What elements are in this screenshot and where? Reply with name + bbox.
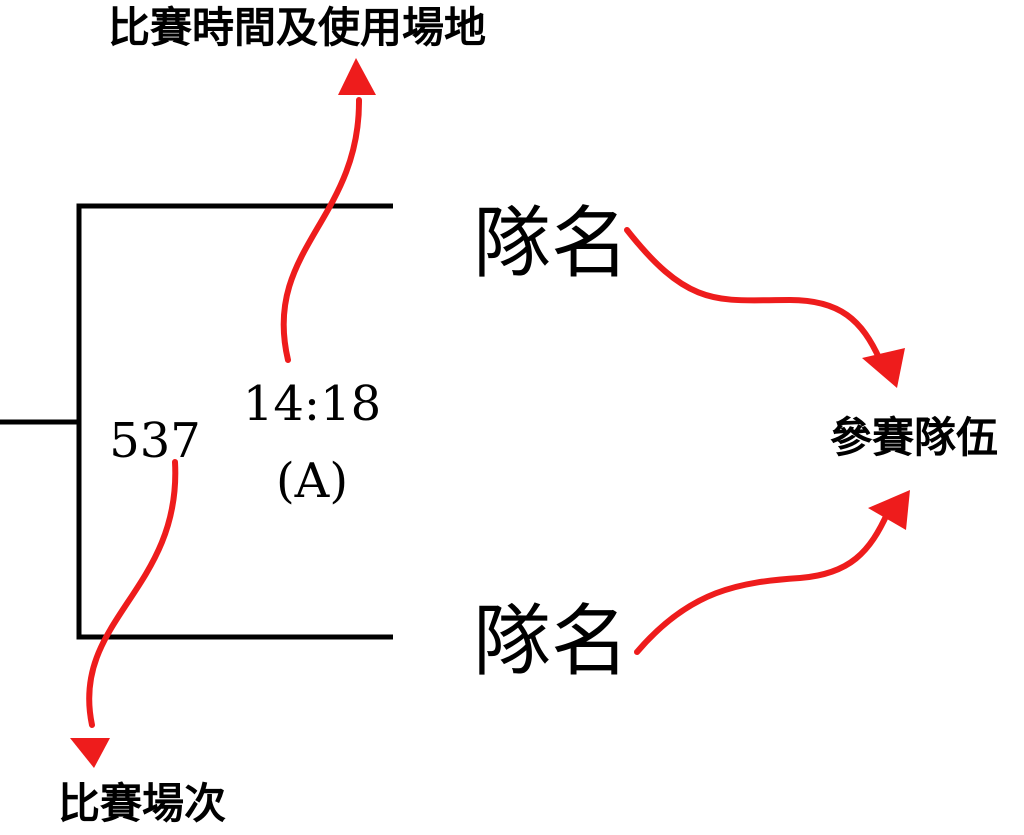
arrow-match-number-to-callout — [86, 459, 179, 728]
arrow-bottom-team-head — [868, 490, 910, 530]
participating-teams-callout: 參賽隊伍 — [830, 413, 998, 462]
arrow-bottom-team-to-callout — [634, 509, 891, 655]
time-venue-callout: 比賽時間及使用場地 — [108, 3, 486, 52]
match-number: 537 — [109, 413, 201, 469]
arrows — [70, 58, 910, 768]
bracket-line — [0, 203, 393, 640]
arrow-time-to-callout — [280, 97, 363, 363]
match-number-callout: 比賽場次 — [58, 779, 226, 828]
team-name-bottom: 隊名 — [473, 597, 629, 687]
match-time: 14:18 — [243, 376, 381, 432]
arrow-match-number-head — [70, 738, 110, 768]
arrow-top-team-to-callout — [624, 227, 883, 363]
match-venue: (A) — [276, 453, 348, 509]
team-name-top: 隊名 — [473, 199, 629, 289]
arrow-time-head — [338, 58, 376, 95]
arrow-top-team-head — [862, 348, 905, 388]
